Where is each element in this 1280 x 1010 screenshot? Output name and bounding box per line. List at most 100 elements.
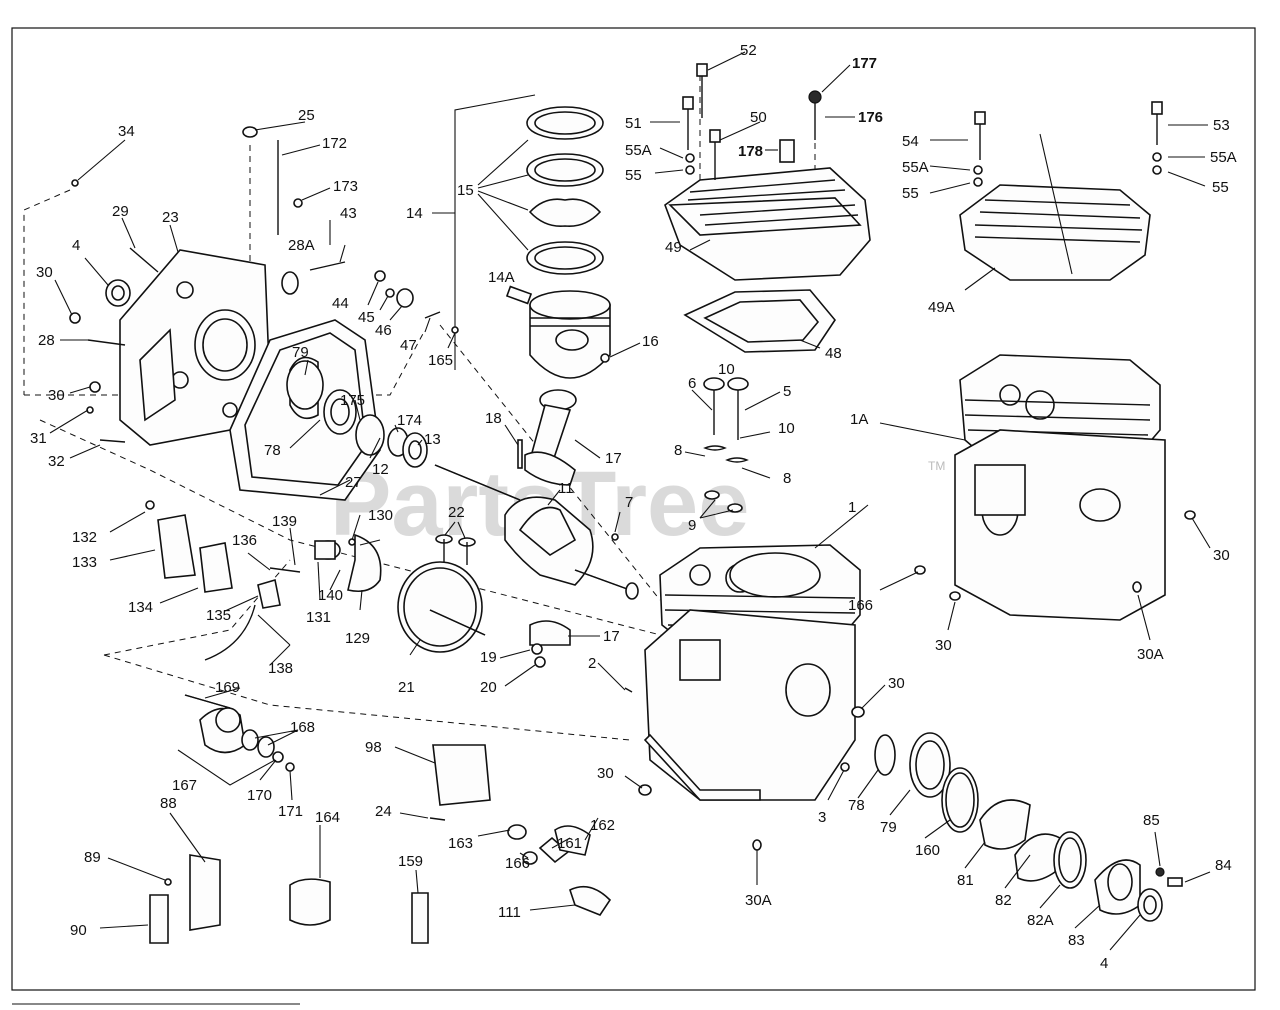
callout-83: 83	[1068, 932, 1085, 949]
callout-30d: 30	[888, 675, 905, 692]
callout-9: 9	[688, 517, 696, 534]
callout-168: 168	[290, 719, 315, 736]
callout-136: 136	[232, 532, 257, 549]
callout-30Aa: 30A	[745, 892, 772, 909]
callout-171: 171	[278, 803, 303, 820]
piston-ring-oil	[528, 198, 602, 228]
callout-4b: 4	[1100, 955, 1108, 972]
callout-23: 23	[162, 209, 179, 226]
callout-30e: 30	[935, 637, 952, 654]
callout-49A: 49A	[928, 299, 955, 316]
callout-139: 139	[272, 513, 297, 530]
callout-160: 160	[915, 842, 940, 859]
callout-135: 135	[206, 607, 231, 624]
nut-177	[808, 90, 822, 104]
callout-129: 129	[345, 630, 370, 647]
oil-pump	[177, 694, 295, 786]
callout-90: 90	[70, 922, 87, 939]
callout-12: 12	[372, 461, 389, 478]
decals	[149, 854, 429, 944]
callout-50: 50	[750, 109, 767, 126]
callout-30c: 30	[597, 765, 614, 782]
breather-parts	[145, 500, 301, 661]
callout-78a: 78	[264, 442, 281, 459]
gasket-111	[569, 885, 612, 916]
callout-175: 175	[340, 392, 365, 409]
governor-parts	[314, 533, 382, 593]
callout-1: 1	[848, 499, 856, 516]
callout-177: 177	[852, 55, 877, 72]
gasket-162	[554, 825, 591, 856]
callout-178: 178	[738, 143, 763, 160]
callout-54: 54	[902, 133, 919, 150]
callout-labels: 34 25 172 173 29 23 43 28A 4 30 28 30 31…	[30, 42, 1237, 972]
callout-134: 134	[128, 599, 153, 616]
callout-32: 32	[48, 453, 65, 470]
cylinder-head	[664, 139, 871, 281]
callout-48: 48	[825, 345, 842, 362]
callout-166b: 166	[848, 597, 873, 614]
camshaft-gear	[397, 561, 486, 653]
callout-79b: 79	[880, 819, 897, 836]
callout-27: 27	[345, 474, 362, 491]
crankshaft	[434, 464, 639, 600]
callout-1A: 1A	[850, 411, 868, 428]
callout-45: 45	[358, 309, 375, 326]
callout-14: 14	[406, 205, 423, 222]
callout-8a: 8	[674, 442, 682, 459]
callout-2: 2	[588, 655, 596, 672]
callout-98: 98	[365, 739, 382, 756]
callout-10b: 10	[778, 420, 795, 437]
callout-30a: 30	[36, 264, 53, 281]
callout-30f: 30	[1213, 547, 1230, 564]
callout-31: 31	[30, 430, 47, 447]
callout-166a: 166	[505, 855, 530, 872]
callout-30b: 30	[48, 387, 65, 404]
callout-3: 3	[818, 809, 826, 826]
callout-55c: 55	[1212, 179, 1229, 196]
callout-21: 21	[398, 679, 415, 696]
tappets	[435, 534, 476, 565]
callout-88: 88	[160, 795, 177, 812]
callout-55Aa: 55A	[625, 142, 652, 159]
callout-172: 172	[322, 135, 347, 152]
callout-170: 170	[247, 787, 272, 804]
callout-51: 51	[625, 115, 642, 132]
callout-55Ac: 55A	[1210, 149, 1237, 166]
callout-20: 20	[480, 679, 497, 696]
callout-140: 140	[318, 587, 343, 604]
valves	[703, 377, 749, 513]
callout-16: 16	[642, 333, 659, 350]
callout-55Ab: 55A	[902, 159, 929, 176]
callout-5: 5	[783, 383, 791, 400]
callout-22: 22	[448, 504, 465, 521]
callout-44: 44	[332, 295, 349, 312]
callout-17a: 17	[605, 450, 622, 467]
watermark-trademark: TM	[928, 459, 945, 473]
callout-17b: 17	[603, 628, 620, 645]
callout-167: 167	[172, 777, 197, 794]
callout-85: 85	[1143, 812, 1160, 829]
diagram-frame	[11, 27, 1256, 991]
leader-lines	[49, 51, 1211, 951]
callout-174: 174	[397, 412, 422, 429]
callout-130: 130	[368, 507, 393, 524]
callout-162: 162	[590, 817, 615, 834]
crankcase-cover	[119, 249, 271, 446]
rod-cap	[529, 620, 571, 646]
callout-30Ab: 30A	[1137, 646, 1164, 663]
callout-133: 133	[72, 554, 97, 571]
callout-161: 161	[557, 835, 582, 852]
piston-pin	[505, 285, 533, 305]
callout-11: 11	[558, 480, 574, 497]
callout-4a: 4	[72, 237, 80, 254]
callout-19: 19	[480, 649, 497, 666]
callout-24: 24	[375, 803, 392, 820]
callout-163: 163	[448, 835, 473, 852]
callout-132: 132	[72, 529, 97, 546]
callout-10a: 10	[718, 361, 735, 378]
callout-14A: 14A	[488, 269, 515, 286]
callout-6: 6	[688, 375, 696, 392]
callout-81: 81	[957, 872, 974, 889]
